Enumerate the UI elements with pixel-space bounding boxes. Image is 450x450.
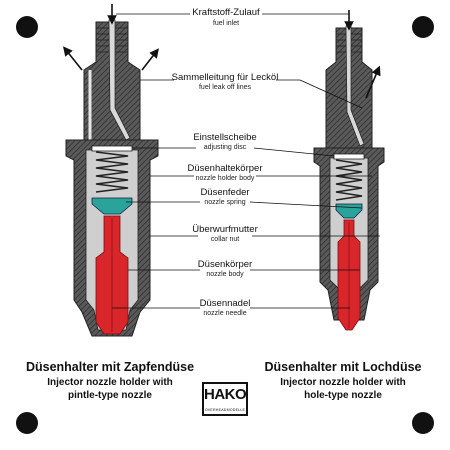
hole-spring: [335, 159, 363, 201]
label-fuel-inlet-en: fuel inlet: [212, 20, 240, 27]
label-adjusting-disc-en: adjusting disc: [203, 144, 247, 151]
label-nozzle-spring-de: Düsenfeder: [200, 187, 250, 198]
label-nozzle-spring-en: nozzle spring: [204, 199, 246, 206]
pintle-adjusting-disc: [91, 145, 133, 152]
pintle-spring: [95, 151, 129, 193]
pintle-leak-arrow-right: [141, 48, 159, 71]
label-fuel-inlet-de: Kraftstoff-Zulauf: [192, 7, 260, 18]
label-nozzle-needle-de: Düsennadel: [199, 298, 251, 309]
label-leak-off-de: Sammelleitung für Lecköl: [171, 72, 279, 83]
hole-leak-arrow: [365, 65, 381, 99]
logo-wordmark: HAKO: [204, 386, 247, 403]
corner-hole-top-left: [16, 16, 38, 38]
label-leak-off-en: fuel leak off lines: [198, 84, 252, 91]
label-collar-nut-en: collar nut: [210, 236, 240, 243]
label-nozzle-body-de: Düsenkörper: [197, 259, 253, 270]
hako-logo: HAKO OVERHEADMODELLE: [202, 382, 248, 416]
hole-injector: [313, 10, 385, 331]
pintle-leak-arrow-left: [63, 46, 83, 71]
caption-left-en-1: Injector nozzle holder with: [47, 377, 173, 388]
caption-right-en-2: hole-type nozzle: [304, 390, 382, 401]
caption-right-de: Düsenhalter mit Lochdüse: [264, 360, 422, 374]
label-nozzle-needle-en: nozzle needle: [203, 310, 247, 317]
caption-right-en-1: Injector nozzle holder with: [280, 377, 406, 388]
caption-left-de: Düsenhalter mit Zapfendüse: [25, 360, 195, 374]
caption-left-en-2: pintle-type nozzle: [68, 390, 152, 401]
label-holder-body-en: nozzle holder body: [195, 175, 255, 182]
corner-hole-bottom-left: [16, 412, 38, 434]
pintle-spring-seat: [91, 197, 133, 215]
leader-lines: [112, 13, 380, 309]
corner-hole-bottom-right: [412, 412, 434, 434]
corner-hole-top-right: [412, 16, 434, 38]
logo-subtitle: OVERHEADMODELLE: [204, 408, 246, 412]
pintle-injector: [63, 4, 159, 337]
label-adjusting-disc-de: Einstellscheibe: [193, 132, 257, 143]
hole-adjusting-disc: [333, 153, 365, 160]
label-collar-nut-de: Überwurfmutter: [192, 224, 258, 235]
label-nozzle-body-en: nozzle body: [206, 271, 244, 278]
label-holder-body-de: Düsenhaltekörper: [187, 163, 263, 174]
